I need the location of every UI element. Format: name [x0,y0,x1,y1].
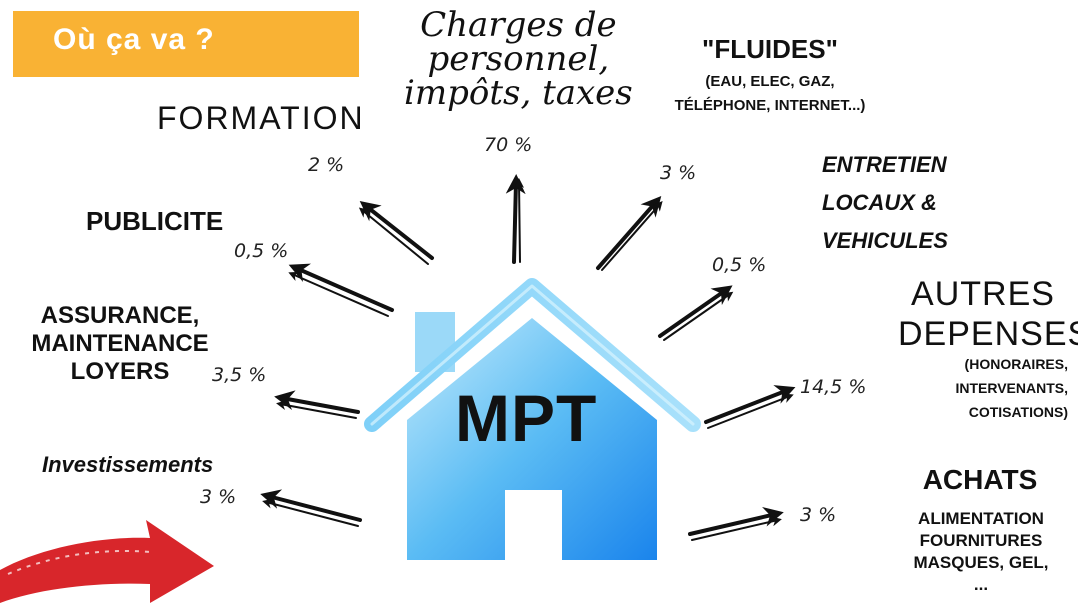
percent-assurance: 3,5 % [212,364,267,386]
arrow-charges [505,174,526,264]
label-publicite: PUBLICITE [86,206,224,236]
label-autres: AUTRES DEPENSES [898,274,1078,354]
autres-line-1: AUTRES [911,275,1055,313]
assurance-line-1: ASSURANCE, [40,302,200,329]
arrow-achats [688,506,784,541]
percent-investissements: 3 % [200,486,237,508]
label-investissements: Investissements [42,452,214,477]
percent-achats: 3 % [800,504,837,526]
autres-line-2: DEPENSES [898,315,1078,353]
badge-title: Où ça va ? [53,23,215,56]
charges-line-1: Charges de [420,5,617,45]
label-formation: FORMATION [157,100,365,136]
entretien-line-1: ENTRETIEN [822,152,947,177]
arrow-autres [704,385,796,429]
arrow-assurance [274,390,360,419]
charges-line-3: impôts, taxes [404,73,633,113]
label-assurance: ASSURANCE, MAINTENANCE LOYERS [18,302,222,386]
percent-formation: 2 % [308,154,345,176]
label-entretien: ENTRETIEN LOCAUX & VEHICULES [822,146,948,260]
fluides-details: (eau, elec, gaz, téléphone, internet...) [640,70,900,118]
entretien-line-3: VEHICULES [822,228,948,253]
arrow-entretien [658,285,734,341]
label-fluides: "Fluides" [702,34,838,64]
percent-autres: 14,5 % [800,376,867,398]
charges-line-2: personnel, [427,39,610,79]
title-badge: Où ça va ? [13,11,359,77]
percent-charges: 70 % [484,134,533,156]
percent-publicite: 0,5 % [234,240,289,262]
center-label: MPT [455,381,598,455]
assurance-line-2: MAINTENANCE [31,330,209,357]
arrow-publicite [288,263,394,317]
assurance-line-3: LOYERS [70,358,170,385]
percent-fluides: 3 % [660,162,697,184]
autres-sub-3: COTISATIONS) [968,404,1068,420]
autres-sub-1: (HONORAIRES, [964,356,1068,372]
label-charges: Charges de personnel, impôts, taxes [404,8,633,110]
fluides-sub-1: (eau, elec, gaz, [705,73,835,90]
achats-sub-2: FOURNITURES [919,531,1043,550]
achats-sub-4: ... [973,575,989,594]
red-arrow-icon [0,520,214,603]
entretien-line-2: LOCAUX & [822,190,937,215]
label-achats: ACHATS [922,464,1038,495]
achats-sub-3: MASQUES, GEL, [913,553,1049,572]
achats-details: ALIMENTATION FOURNITURES MASQUES, GEL, .… [896,508,1066,596]
fluides-sub-2: téléphone, internet...) [674,97,866,114]
arrow-formation [358,201,434,265]
autres-sub-2: INTERVENANTS, [955,380,1068,396]
arrow-fluides [596,195,663,271]
house-icon [364,278,701,562]
achats-sub-1: ALIMENTATION [918,509,1044,528]
arrow-investissements [260,489,362,527]
autres-details: (HONORAIRES, INTERVENANTS, COTISATIONS) [908,352,1068,424]
percent-entretien: 0,5 % [712,254,767,276]
